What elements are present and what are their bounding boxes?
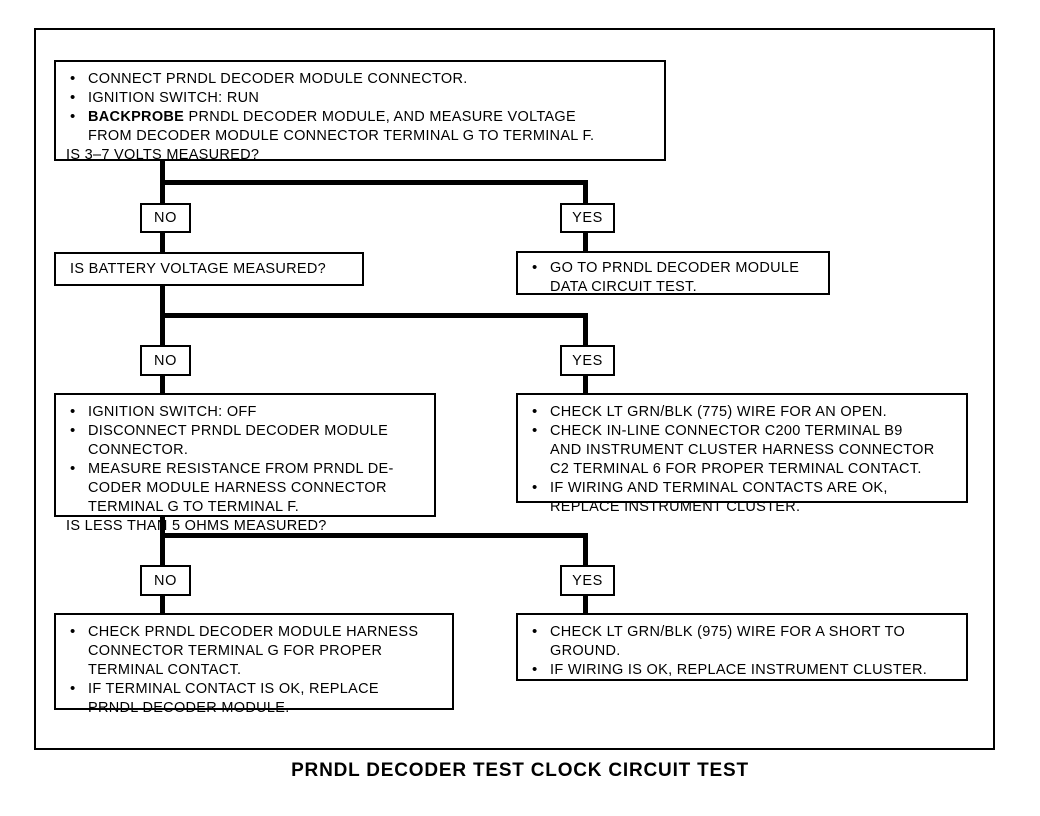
connector-yes3-drop (583, 596, 588, 614)
open-wire-bullet-2: CHECK IN-LINE CONNECTOR C200 TERMINAL B9 (528, 421, 956, 441)
check-harness-terminal-box: CHECK PRNDL DECODER MODULE HARNESS CONNE… (54, 613, 454, 716)
resistance-bullet-2: DISCONNECT PRNDL DECODER MODULE (66, 421, 424, 441)
connector-no2-drop (160, 376, 165, 394)
initial-test-bullet-3: BACKPROBE PRNDL DECODER MODULE, AND MEAS… (66, 107, 654, 127)
branch-yes-3: YES (560, 565, 615, 596)
connector-yes2-drop (583, 376, 588, 394)
initial-test-bullet-3-cont: FROM DECODER MODULE CONNECTOR TERMINAL G… (88, 128, 595, 144)
battery-voltage-question-text: IS BATTERY VOLTAGE MEASURED? (70, 261, 327, 277)
connector-step3-horizontal (160, 533, 588, 538)
connector-step3-yes-drop (583, 533, 588, 566)
resistance-bullet-3-cont-2: TERMINAL G TO TERMINAL F. (88, 499, 300, 515)
connector-step3-stem (160, 517, 165, 566)
goto-data-circuit-bullet-1-cont: DATA CIRCUIT TEST. (550, 279, 697, 295)
open-wire-bullet-2-cont-2: C2 TERMINAL 6 FOR PROPER TERMINAL CONTAC… (550, 461, 922, 477)
branch-no-3: NO (140, 565, 191, 596)
connector-step2-horizontal (160, 313, 588, 318)
resistance-question: IS LESS THAN 5 OHMS MEASURED? (66, 518, 327, 534)
initial-test-question: IS 3–7 VOLTS MEASURED? (66, 147, 260, 163)
harness-terminal-bullet-2: IF TERMINAL CONTACT IS OK, REPLACE (66, 679, 442, 699)
check-short-to-ground-box: CHECK LT GRN/BLK (975) WIRE FOR A SHORT … (516, 613, 968, 681)
resistance-bullet-3-cont-1: CODER MODULE HARNESS CONNECTOR (88, 480, 387, 496)
short-to-ground-bullet-1: CHECK LT GRN/BLK (975) WIRE FOR A SHORT … (528, 622, 956, 642)
connector-no3-drop (160, 596, 165, 614)
harness-terminal-bullet-1-cont-1: CONNECTOR TERMINAL G FOR PROPER (88, 643, 383, 659)
initial-test-bullet-3-rest: PRNDL DECODER MODULE, AND MEASURE VOLTAG… (184, 109, 576, 125)
goto-data-circuit-bullet-1: GO TO PRNDL DECODER MODULE (528, 258, 818, 278)
resistance-measure-box: IGNITION SWITCH: OFF DISCONNECT PRNDL DE… (54, 393, 436, 534)
connector-step1-yes-drop (583, 180, 588, 203)
connector-step1-horizontal (160, 180, 588, 185)
check-open-wire-box: CHECK LT GRN/BLK (775) WIRE FOR AN OPEN.… (516, 393, 968, 515)
branch-no-1: NO (140, 203, 191, 233)
harness-terminal-bullet-2-cont-1: PRNDL DECODER MODULE. (88, 700, 290, 716)
resistance-bullet-3: MEASURE RESISTANCE FROM PRNDL DE- (66, 459, 424, 479)
initial-test-bullet-1: CONNECT PRNDL DECODER MODULE CONNECTOR. (66, 69, 654, 89)
short-to-ground-bullet-2: IF WIRING IS OK, REPLACE INSTRUMENT CLUS… (528, 660, 956, 680)
connector-yes1-drop (583, 233, 588, 252)
short-to-ground-bullet-1-cont-1: GROUND. (550, 643, 621, 659)
resistance-bullet-1: IGNITION SWITCH: OFF (66, 402, 424, 422)
diagram-caption: PRNDL DECODER TEST CLOCK CIRCUIT TEST (291, 760, 749, 781)
connector-no1-drop (160, 233, 165, 252)
backprobe-keyword: BACKPROBE (88, 109, 185, 125)
harness-terminal-bullet-1-cont-2: TERMINAL CONTACT. (88, 662, 242, 678)
initial-test-bullet-2: IGNITION SWITCH: RUN (66, 88, 654, 108)
open-wire-bullet-2-cont-1: AND INSTRUMENT CLUSTER HARNESS CONNECTOR (550, 442, 935, 458)
initial-test-box: CONNECT PRNDL DECODER MODULE CONNECTOR. … (54, 60, 666, 163)
battery-voltage-question-box: IS BATTERY VOLTAGE MEASURED? (54, 252, 364, 286)
open-wire-bullet-3: IF WIRING AND TERMINAL CONTACTS ARE OK, (528, 478, 956, 498)
goto-data-circuit-test-box: GO TO PRNDL DECODER MODULE DATA CIRCUIT … (516, 251, 830, 295)
branch-no-2: NO (140, 345, 191, 376)
branch-yes-2: YES (560, 345, 615, 376)
open-wire-bullet-3-cont-1: REPLACE INSTRUMENT CLUSTER. (550, 499, 801, 515)
resistance-bullet-2-cont: CONNECTOR. (88, 442, 189, 458)
harness-terminal-bullet-1: CHECK PRNDL DECODER MODULE HARNESS (66, 622, 442, 642)
branch-yes-1: YES (560, 203, 615, 233)
open-wire-bullet-1: CHECK LT GRN/BLK (775) WIRE FOR AN OPEN. (528, 402, 956, 422)
connector-step2-yes-drop (583, 313, 588, 346)
diagram-outer-frame (34, 28, 995, 750)
